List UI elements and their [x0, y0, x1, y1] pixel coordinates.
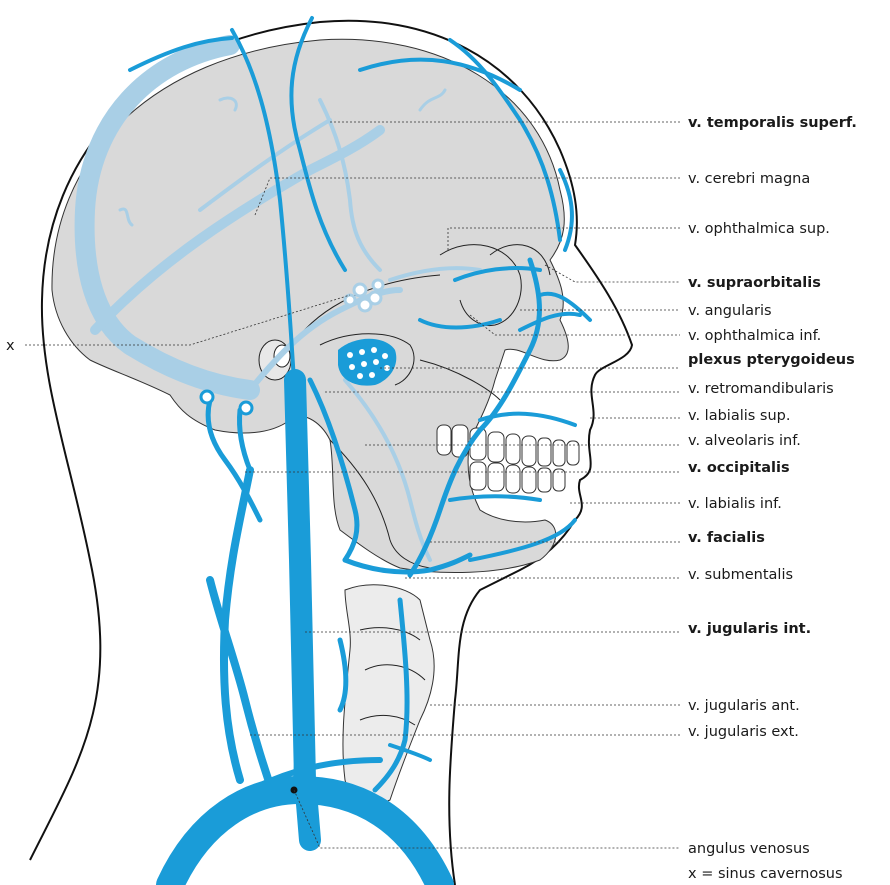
marker-x: x [6, 338, 15, 354]
label-labialis-inf: v. labialis inf. [688, 496, 782, 512]
label-supraorbitalis: v. supraorbitalis [688, 275, 821, 291]
label-jugularis-ant: v. jugularis ant. [688, 698, 800, 714]
label-occipitalis: v. occipitalis [688, 460, 790, 476]
label-temporalis: v. temporalis superf. [688, 115, 857, 131]
label-plexus: plexus pterygoideus [688, 352, 855, 368]
label-ophthalmica-sup: v. ophthalmica sup. [688, 221, 830, 237]
label-alveolaris: v. alveolaris inf. [688, 433, 801, 449]
label-angularis: v. angularis [688, 303, 772, 319]
label-jugularis-ext: v. jugularis ext. [688, 724, 799, 740]
legend-note: x = sinus cavernosus [688, 866, 843, 882]
label-ophthalmica-inf: v. ophthalmica inf. [688, 328, 821, 344]
label-facialis: v. facialis [688, 530, 765, 546]
label-retromandibularis: v. retromandibularis [688, 381, 834, 397]
label-angulus-venosus: angulus venosus [688, 841, 810, 857]
label-labialis-sup: v. labialis sup. [688, 408, 790, 424]
label-cerebri-magna: v. cerebri magna [688, 171, 810, 187]
label-submentalis: v. submentalis [688, 567, 793, 583]
skull [52, 39, 568, 572]
label-jugularis-int: v. jugularis int. [688, 621, 811, 637]
